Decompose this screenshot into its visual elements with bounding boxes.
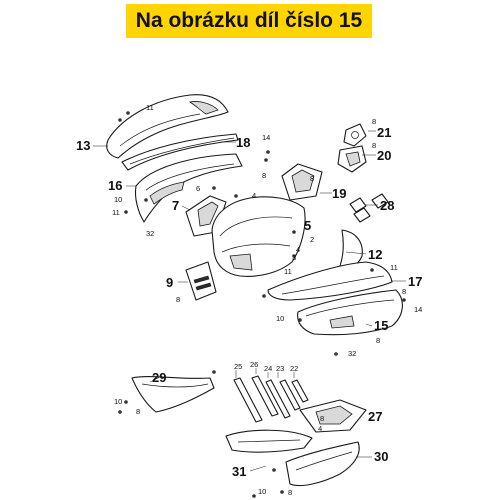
callout-small: 10: [114, 195, 122, 204]
callout-small: 8: [136, 407, 140, 416]
callout-20: 20: [377, 148, 391, 163]
callout-small: 2: [310, 235, 314, 244]
callout-small: 3: [292, 253, 296, 262]
callout-small: 11: [284, 267, 292, 276]
callout-small: 10: [276, 314, 284, 323]
part-19-lock-cover: [281, 163, 323, 201]
callout-small: 10: [258, 487, 266, 496]
banner: Na obrázku díl číslo 15: [126, 4, 372, 38]
callout-small: 8: [402, 287, 406, 296]
part-15-side-panel: [297, 289, 403, 336]
callout-13: 13: [76, 138, 90, 153]
callout-small: 11: [390, 263, 398, 272]
callout-12: 12: [368, 247, 382, 262]
part-31-floorboard: [225, 429, 313, 453]
leader-lines: [93, 130, 406, 472]
part-17-side-cover: [267, 261, 393, 301]
callout-29: 29: [152, 370, 166, 385]
callout-small: 11: [146, 103, 154, 112]
screw-markers: [118, 111, 406, 498]
callout-small: 25: [234, 362, 242, 371]
part-storage-bucket: [211, 196, 306, 277]
part-12-rear-piece: [339, 229, 363, 269]
part-13-front-upper-cover: [106, 94, 229, 159]
callout-small: 14: [414, 305, 422, 314]
callout-small: 22: [290, 364, 298, 373]
callout-17: 17: [408, 274, 422, 289]
part-18-inner-strip: [121, 133, 239, 171]
callout-small: 23: [276, 364, 284, 373]
callout-small: 26: [250, 360, 258, 369]
part-20-bracket: [337, 145, 367, 173]
callout-small: 32: [348, 349, 356, 358]
callout-small: 8: [176, 295, 180, 304]
callout-30: 30: [374, 449, 388, 464]
callout-small: 8: [262, 171, 266, 180]
callout-small: 4: [318, 424, 322, 433]
part-16-dash-panel: [134, 153, 243, 223]
callout-31: 31: [232, 464, 246, 479]
callout-small: 10: [114, 397, 122, 406]
callout-small: 14: [262, 133, 270, 142]
part-29-lower-fairing: [131, 376, 215, 413]
callouts-large: 13 18 21 20 16 19 28 7 5 12 9 17 15 29 2…: [76, 125, 422, 479]
part-28-clips: [349, 193, 389, 223]
callout-18: 18: [236, 135, 250, 150]
parts-22-26-trim-strips: [233, 375, 309, 423]
callout-small: 8: [376, 336, 380, 345]
callout-small: 4: [252, 191, 256, 200]
part-9-small-panel: [185, 261, 217, 301]
callout-small: 11: [112, 208, 120, 217]
banner-title: Na obrázku díl číslo 15: [135, 9, 363, 32]
callout-small: 8: [288, 488, 292, 497]
callout-27: 27: [368, 409, 382, 424]
callout-7: 7: [172, 198, 179, 213]
callout-small: 4: [296, 245, 300, 254]
callout-5: 5: [304, 218, 311, 233]
callout-28: 28: [380, 198, 394, 213]
callout-small: 8: [320, 414, 324, 423]
callout-21: 21: [377, 125, 391, 140]
callout-15: 15: [374, 318, 388, 333]
part-21-bracket: [343, 123, 367, 147]
callouts-small: 11 14 8 8 8 6 8 10 4 11 32 2 4 3 11 11 8…: [112, 103, 422, 497]
callout-small: 24: [264, 364, 272, 373]
callout-small: 8: [310, 174, 314, 183]
callout-small: 8: [372, 117, 376, 126]
callout-small: 8: [372, 141, 376, 150]
callout-small: 32: [146, 229, 154, 238]
callout-19: 19: [332, 186, 346, 201]
part-27-floor-panel: [299, 399, 367, 433]
part-30-rear-skirt: [285, 441, 360, 487]
callout-9: 9: [166, 275, 173, 290]
callout-small: 6: [196, 184, 200, 193]
callout-16: 16: [108, 178, 122, 193]
